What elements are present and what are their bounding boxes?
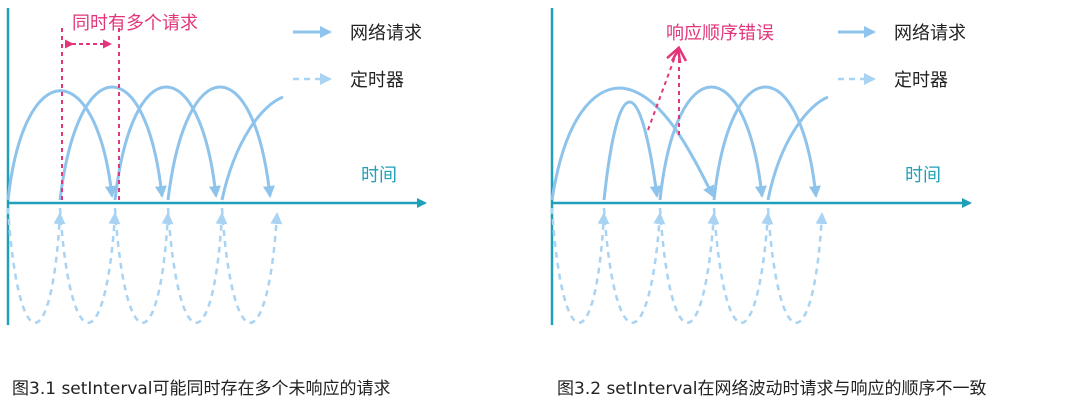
right-annotation: 响应顺序错误 <box>666 23 774 44</box>
left-legend-timer-label: 定时器 <box>350 70 404 91</box>
left-request-arc-3 <box>113 85 221 201</box>
right-timer-arc-5 <box>766 207 828 324</box>
right-request-arc-4 <box>712 85 821 201</box>
right-diagram: 响应顺序错误 网络请求 定时器 时间 <box>550 8 972 325</box>
right-legend-request-label: 网络请求 <box>894 23 966 44</box>
left-timer-arc-4 <box>166 207 228 324</box>
right-axis-label: 时间 <box>905 165 941 186</box>
left-annotation: 同时有多个请求 <box>72 13 198 34</box>
left-axis-label: 时间 <box>361 165 397 186</box>
right-highlight-arrow-1 <box>647 54 676 131</box>
right-caption: 图3.2 setInterval在网络波动时请求与响应的顺序不一致 <box>557 379 987 399</box>
left-timer-arc-3 <box>113 207 174 324</box>
left-legend-request-label: 网络请求 <box>350 23 422 44</box>
left-timer-arc-1 <box>6 207 66 324</box>
left-diagram: 同时有多个请求 网络请求 定时器 时间 <box>6 8 427 325</box>
left-request-arc-1 <box>6 89 117 201</box>
right-timer-arc-3 <box>658 207 720 324</box>
right-timer-arc-2 <box>602 207 666 324</box>
left-request-arc-4 <box>166 85 275 201</box>
left-timer-arc-5 <box>220 207 283 324</box>
right-request-arc-3 <box>658 85 767 201</box>
right-timer-arc-4 <box>712 207 774 324</box>
right-timer-arc-1 <box>550 207 610 324</box>
right-request-arc-5 <box>766 95 829 201</box>
left-timer-arc-2 <box>58 207 121 324</box>
right-legend-timer-label: 定时器 <box>894 70 948 91</box>
right-request-arc-2 <box>602 100 662 201</box>
left-request-arc-5 <box>220 95 284 201</box>
left-caption: 图3.1 setInterval可能同时存在多个未响应的请求 <box>12 379 391 399</box>
left-request-arc-2 <box>58 85 167 201</box>
right-request-arc-1 <box>550 86 715 201</box>
